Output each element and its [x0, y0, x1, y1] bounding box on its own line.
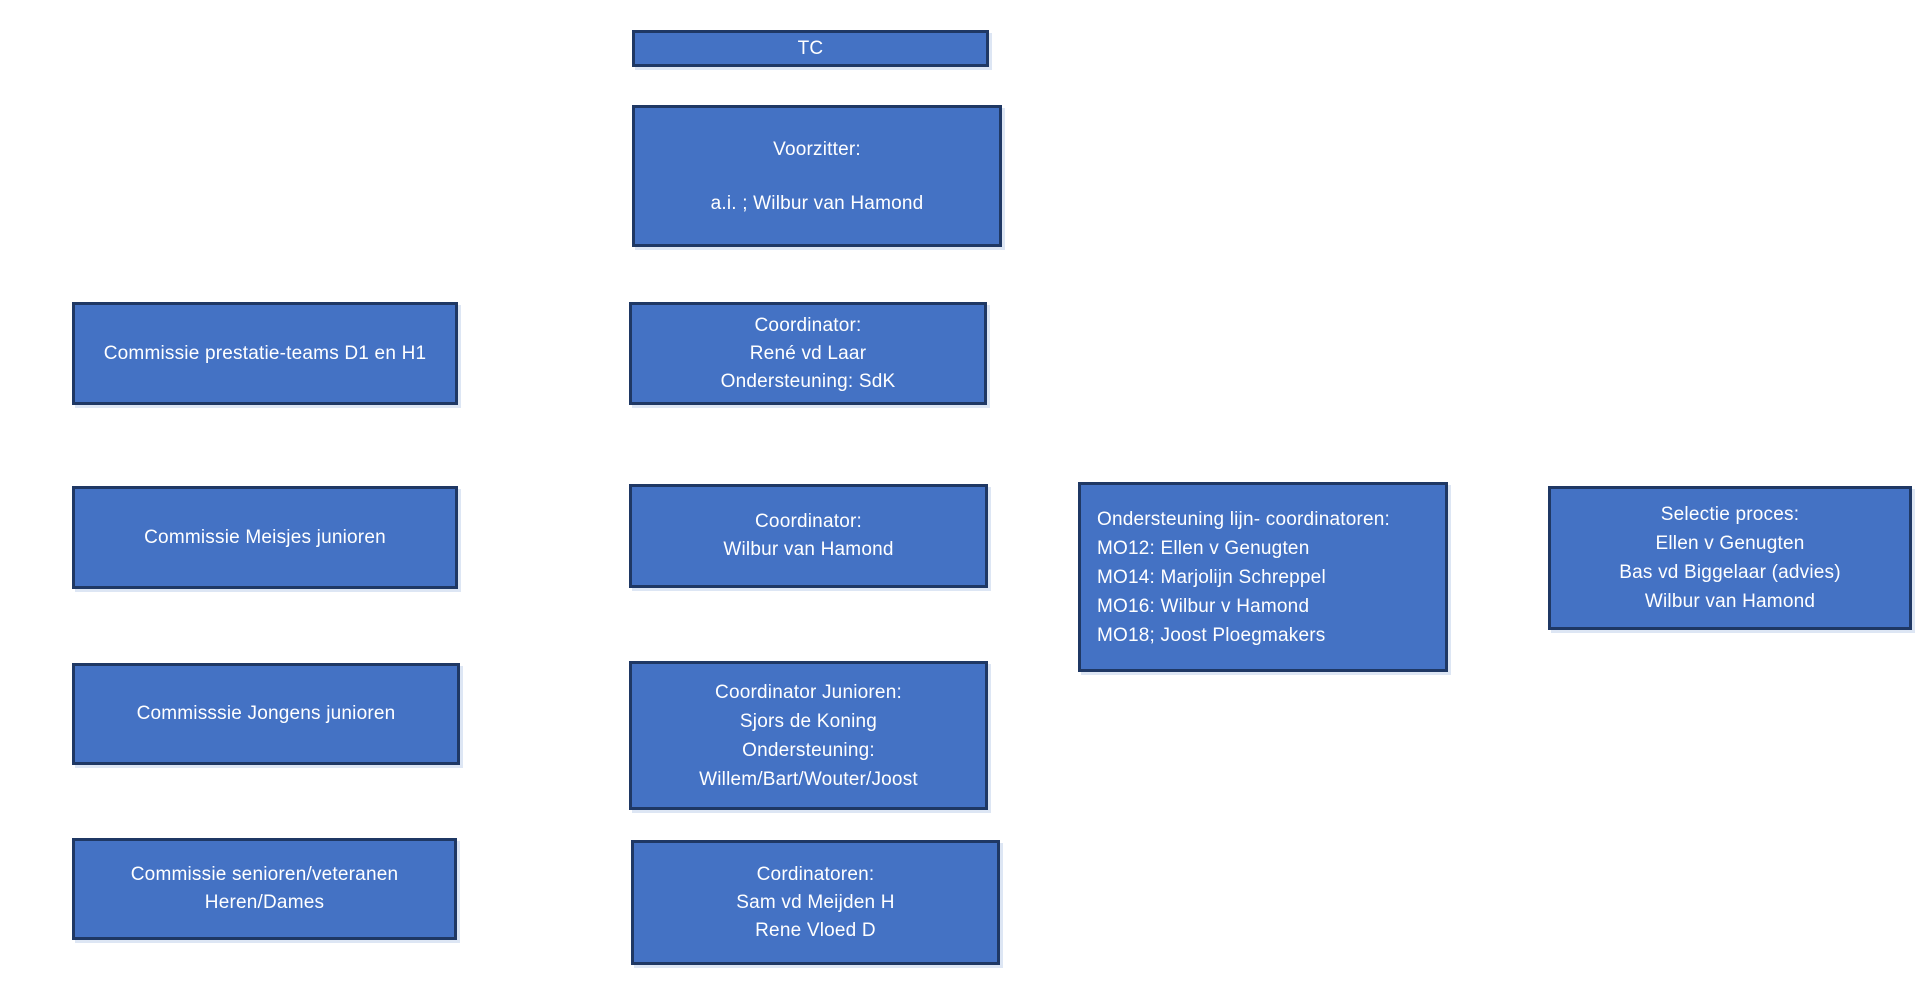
coordinator-junioren-support-title: Ondersteuning: [742, 739, 875, 761]
box-commissie-senioren[interactable]: Commissie senioren/veteranen Heren/Dames [72, 838, 457, 940]
commissie-senioren-label-2: Heren/Dames [204, 892, 325, 913]
box-ondersteuning-lijn[interactable]: Ondersteuning lijn- coordinatoren: MO12:… [1078, 482, 1448, 672]
voorzitter-spacer [814, 163, 819, 190]
ondersteuning-lijn-mo18: MO18; Joost Ploegmakers [1097, 624, 1326, 646]
box-commissie-jongens[interactable]: Commisssie Jongens junioren [72, 663, 460, 765]
box-commissie-meisjes[interactable]: Commissie Meisjes junioren [72, 486, 458, 589]
tc-label: TC [797, 37, 824, 59]
selectie-proces-name-1: Ellen v Genugten [1655, 533, 1805, 554]
commissie-prestatie-label: Commissie prestatie-teams D1 en H1 [103, 342, 427, 364]
selectie-proces-title: Selectie proces: [1660, 504, 1800, 525]
box-selectie-proces[interactable]: Selectie proces: Ellen v Genugten Bas vd… [1548, 486, 1912, 630]
coordinator-prestatie-title: Coordinator: [754, 314, 862, 336]
box-tc[interactable]: TC [632, 30, 989, 67]
box-coordinator-prestatie[interactable]: Coordinator: René vd Laar Ondersteuning:… [629, 302, 987, 405]
ondersteuning-lijn-mo12: MO12: Ellen v Genugten [1097, 537, 1310, 559]
commissie-meisjes-label: Commissie Meisjes junioren [144, 526, 386, 548]
coordinatoren-senioren-name-2: Rene Vloed D [755, 919, 876, 941]
coordinator-prestatie-support: Ondersteuning: SdK [720, 370, 896, 392]
coordinator-prestatie-name: René vd Laar [749, 342, 867, 364]
coordinator-meisjes-name: Wilbur van Hamond [723, 539, 894, 560]
box-coordinatoren-senioren[interactable]: Cordinatoren: Sam vd Meijden H Rene Vloe… [631, 840, 1000, 965]
voorzitter-title: Voorzitter: [773, 138, 861, 160]
box-commissie-prestatie[interactable]: Commissie prestatie-teams D1 en H1 [72, 302, 458, 405]
ondersteuning-lijn-mo14: MO14: Marjolijn Schreppel [1097, 566, 1326, 588]
coordinator-junioren-title: Coordinator Junioren: [715, 681, 902, 703]
coordinator-meisjes-title: Coordinator: [755, 511, 862, 532]
coordinator-junioren-name: Sjors de Koning [739, 710, 878, 732]
box-coordinator-meisjes[interactable]: Coordinator: Wilbur van Hamond [629, 484, 988, 588]
coordinator-junioren-support-names: Willem/Bart/Wouter/Joost [699, 768, 918, 790]
commissie-jongens-label: Commisssie Jongens junioren [136, 703, 396, 724]
voorzitter-name: a.i. ; Wilbur van Hamond [710, 192, 924, 214]
selectie-proces-name-3: Wilbur van Hamond [1644, 591, 1816, 612]
selectie-proces-name-2: Bas vd Biggelaar (advies) [1619, 562, 1841, 583]
box-coordinator-junioren[interactable]: Coordinator Junioren: Sjors de Koning On… [629, 661, 988, 810]
coordinatoren-senioren-title: Cordinatoren: [756, 863, 875, 885]
box-voorzitter[interactable]: Voorzitter: a.i. ; Wilbur van Hamond [632, 105, 1002, 247]
coordinatoren-senioren-name-1: Sam vd Meijden H [736, 891, 895, 913]
ondersteuning-lijn-title: Ondersteuning lijn- coordinatoren: [1097, 508, 1391, 530]
ondersteuning-lijn-mo16: MO16: Wilbur v Hamond [1097, 595, 1310, 617]
commissie-senioren-label-1: Commissie senioren/veteranen [130, 864, 399, 885]
